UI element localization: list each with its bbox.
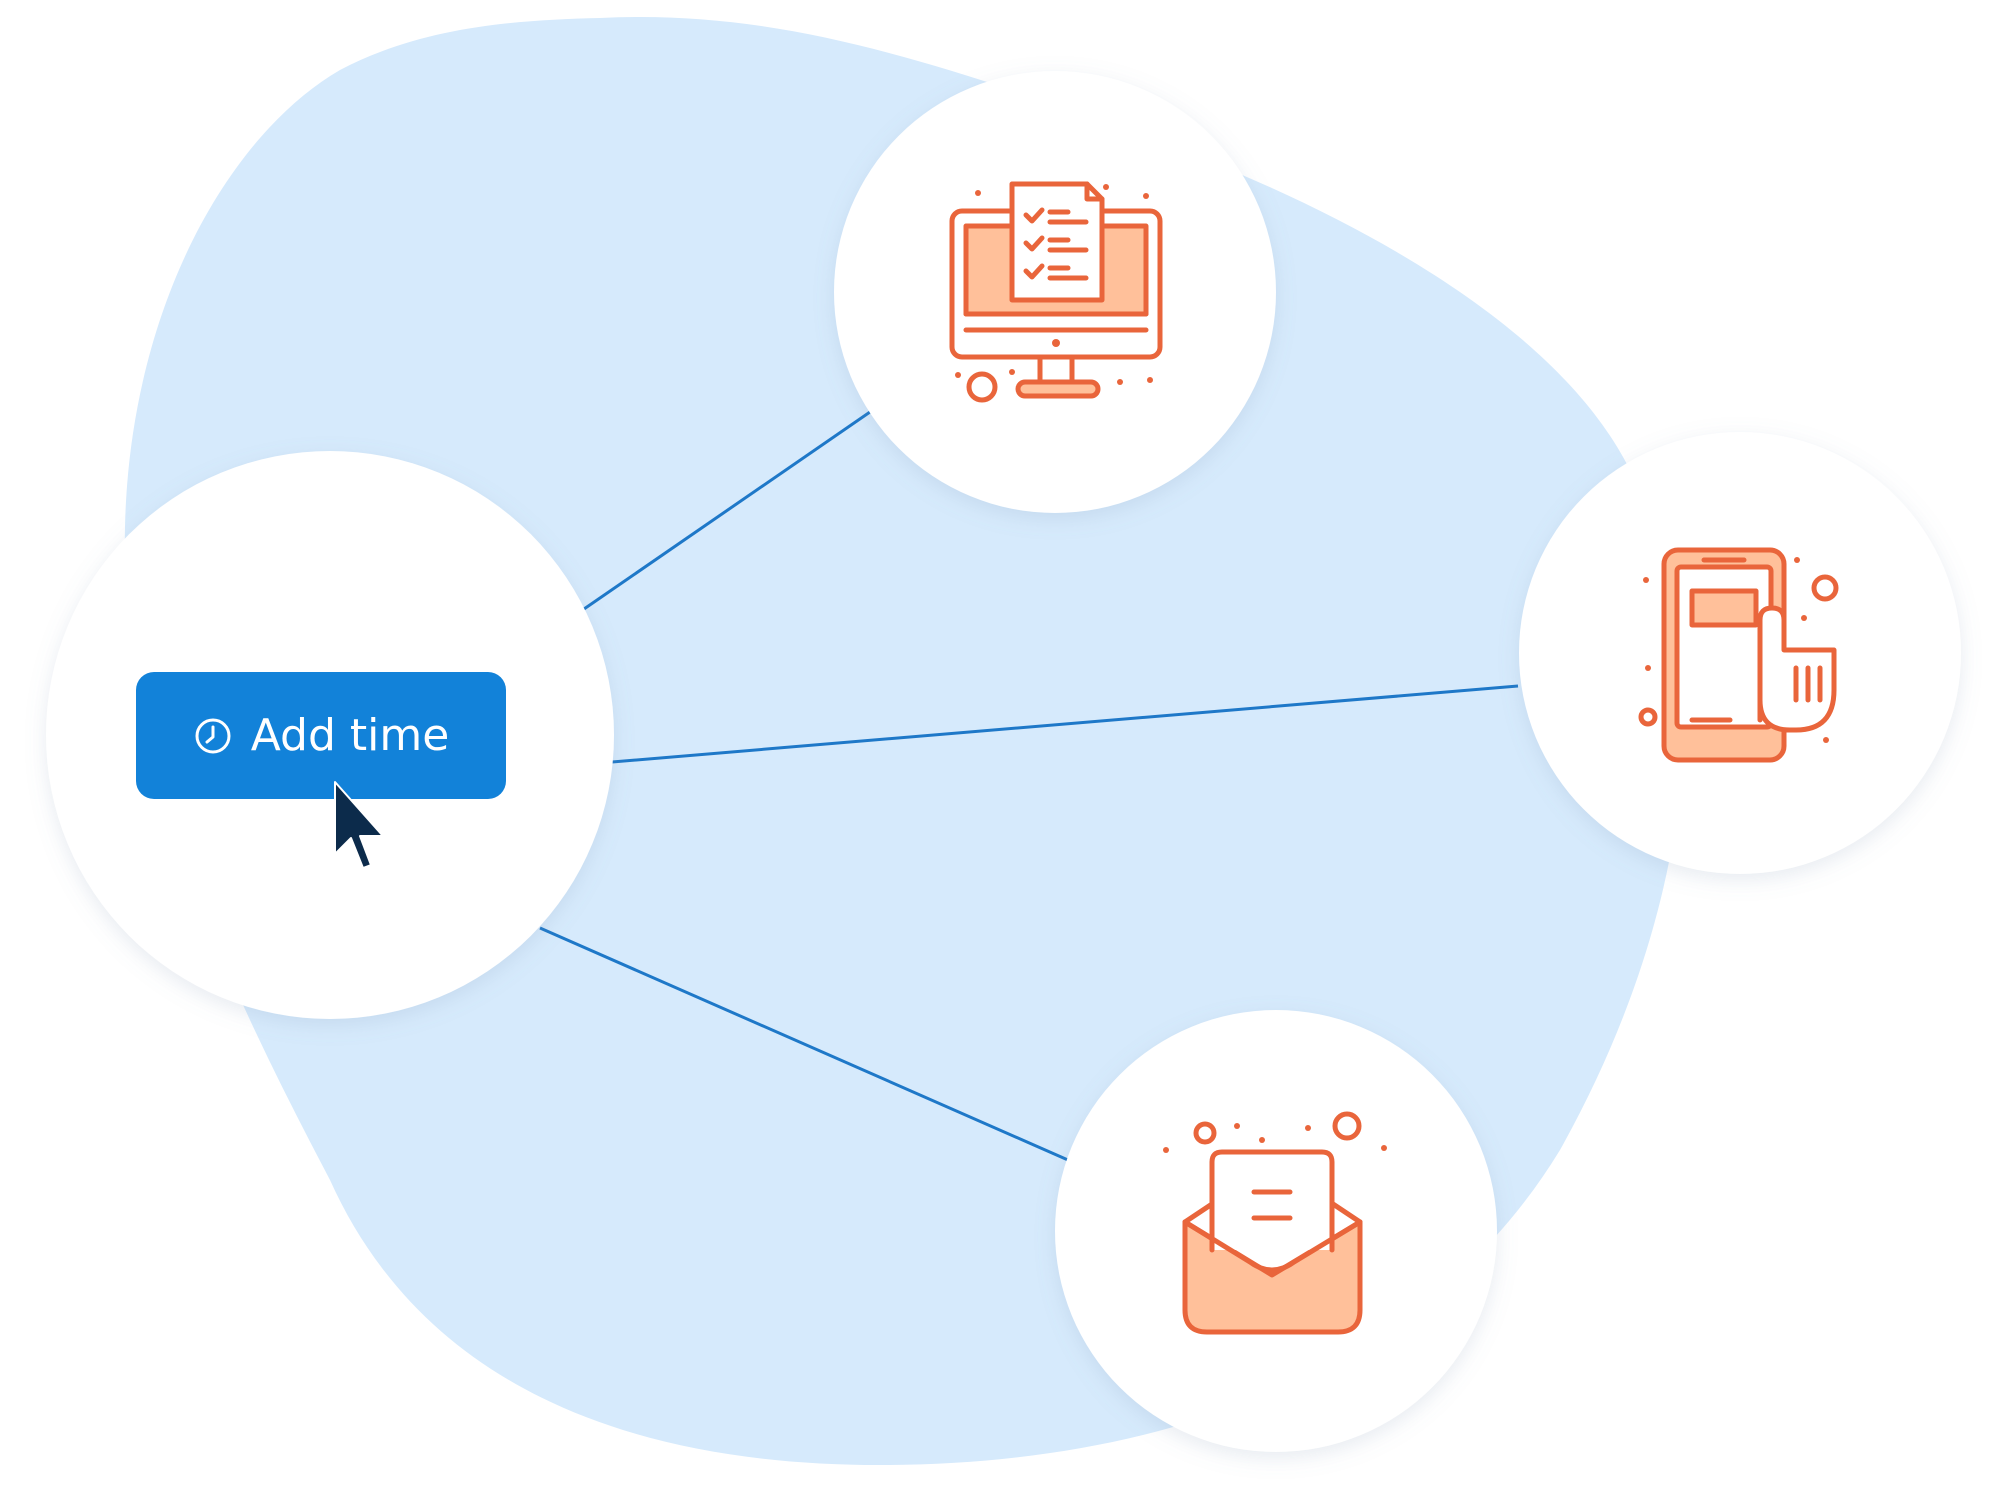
connector-action-mobile (611, 684, 1519, 764)
add-time-button[interactable]: Add time (136, 672, 506, 799)
envelope-letter-icon (1163, 1111, 1387, 1335)
connector-action-email (539, 926, 1069, 1162)
phone-tap-icon (1638, 547, 1839, 763)
connector-action-task (583, 410, 871, 611)
clock-icon (195, 718, 231, 753)
add-time-label: Add time (250, 710, 450, 761)
monitor-checklist-icon (949, 181, 1163, 403)
mouse-pointer-icon (334, 781, 384, 869)
